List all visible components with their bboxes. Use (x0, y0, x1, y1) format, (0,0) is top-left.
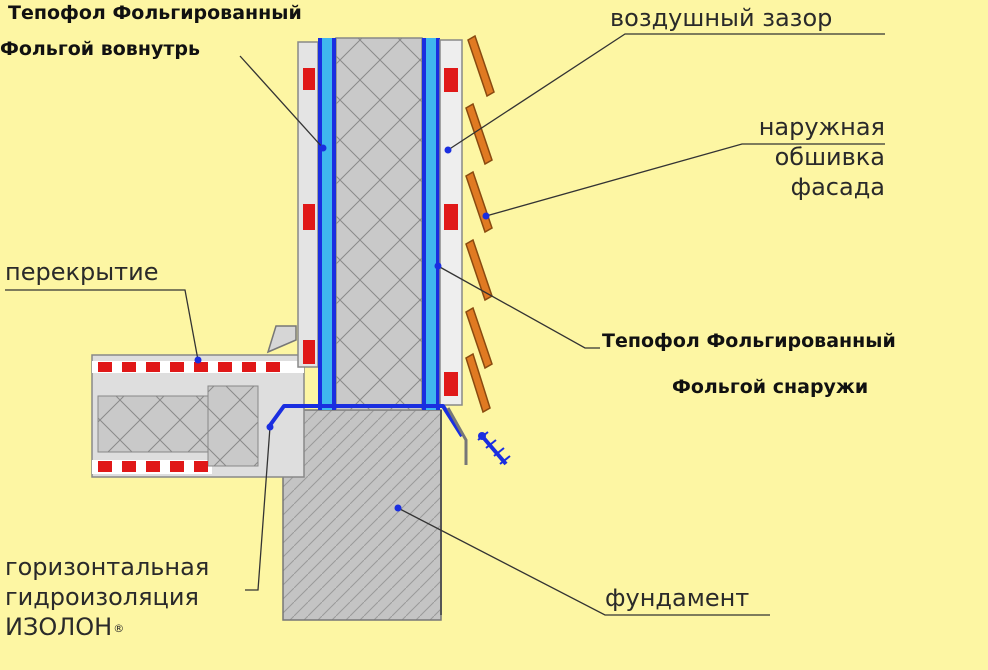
drip-flashing (446, 407, 468, 465)
leader-outer-foil (437, 265, 600, 349)
floor-slab (91, 354, 305, 478)
label-waterproof-line1: горизонтальная (5, 553, 210, 581)
inner-frame-bricks (303, 68, 315, 364)
outer-foil-layer-2 (436, 38, 440, 410)
label-outer-foil-sub: Фольгой снаружи (672, 376, 869, 398)
floor-bricks (98, 362, 280, 472)
facade-cladding (465, 34, 495, 414)
label-waterproof-line2: гидроизоляция (5, 583, 199, 611)
outer-light-layer (425, 38, 437, 410)
inner-foil-layer-2 (332, 38, 336, 410)
leader-foundation (397, 507, 770, 616)
leader-air-gap (447, 33, 885, 151)
outer-foil-layer (422, 38, 426, 410)
outer-frame-bricks (444, 68, 458, 396)
label-foundation: фундамент (605, 584, 750, 612)
foundation-block (282, 409, 442, 621)
leader-dots (194, 144, 490, 512)
registered-mark: ® (113, 622, 125, 635)
label-facade-line2: обшивка (774, 143, 885, 171)
label-facade-line1: наружная (758, 113, 885, 141)
floor-trim (266, 325, 297, 354)
leader-facade (485, 143, 885, 217)
label-waterproof-line3-wrap: ИЗОЛОН® (5, 612, 209, 642)
leader-floor (5, 289, 199, 361)
leader-waterproof (245, 426, 271, 591)
label-facade: наружная обшивка фасада (690, 112, 885, 202)
insulation-core (335, 37, 423, 411)
label-facade-line3: фасада (790, 173, 885, 201)
leader-lines (5, 33, 885, 616)
label-waterproofing: горизонтальная гидроизоляция ИЗОЛОН® (5, 552, 209, 642)
label-floor: перекрытие (5, 258, 159, 286)
label-air-gap: воздушный зазор (610, 4, 833, 32)
label-inner-foil-sub: Фольгой вовнутрь (0, 38, 200, 60)
label-inner-foil-title: Тепофол Фольгированный (8, 2, 302, 24)
inner-foil-layer (318, 38, 322, 410)
screw-icon (477, 431, 511, 466)
leader-inner-foil (239, 55, 324, 149)
label-waterproof-line3: ИЗОЛОН (5, 613, 113, 641)
label-outer-foil-title: Тепофол Фольгированный (602, 330, 896, 352)
waterproofing-membrane (266, 404, 464, 438)
inner-light-layer (321, 38, 333, 410)
